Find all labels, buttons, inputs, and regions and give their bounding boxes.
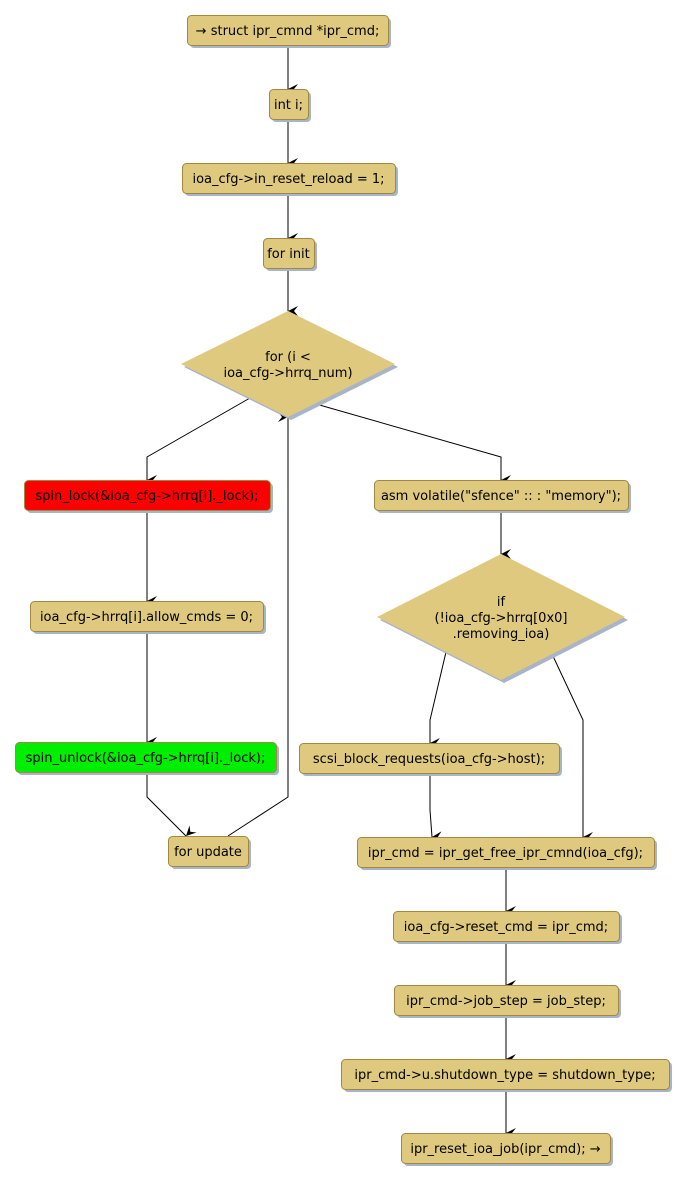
node-label: .removing_ioa) xyxy=(453,627,550,642)
statement-node-reset-job[interactable]: ipr_reset_ioa_job(ipr_cmd); → xyxy=(401,1133,614,1167)
edge-if-to-get_free xyxy=(551,653,593,842)
node-label: int i; xyxy=(274,98,303,113)
statement-node-struct[interactable]: → struct ipr_cmnd *ipr_cmd; xyxy=(187,15,392,49)
statement-node-reset-cmd[interactable]: ioa_cfg->reset_cmd = ipr_cmd; xyxy=(393,911,623,945)
node-label: ipr_cmd->job_step = job_step; xyxy=(406,994,606,1009)
statement-node-get-free[interactable]: ipr_cmd = ipr_get_free_ipr_cmnd(ioa_cfg)… xyxy=(357,837,658,871)
node-box xyxy=(357,837,655,868)
node-box xyxy=(24,480,271,511)
edge-for_update-to-for_cond xyxy=(227,412,289,837)
node-label: ipr_cmd->u.shutdown_type = shutdown_type… xyxy=(354,1068,655,1083)
node-diamond xyxy=(181,311,395,417)
node-label: ipr_cmd = ipr_get_free_ipr_cmnd(ioa_cfg)… xyxy=(368,846,643,861)
node-label: for update xyxy=(174,845,242,860)
statement-node-scsi-block[interactable]: scsi_block_requests(ioa_cfg->host); xyxy=(299,743,563,777)
edge-for_cond-to-asm xyxy=(315,403,511,485)
statement-node-shutdown[interactable]: ipr_cmd->u.shutdown_type = shutdown_type… xyxy=(341,1059,673,1093)
node-box xyxy=(401,1133,611,1164)
node-label: ioa_cfg->hrrq[i].allow_cmds = 0; xyxy=(40,610,253,625)
decision-node-for-cond[interactable]: for (i <ioa_cfg->hrrq_num) xyxy=(181,311,398,420)
statement-node-asm[interactable]: asm volatile("sfence" :: : "memory"); xyxy=(374,480,632,514)
node-box xyxy=(341,1059,670,1090)
node-label: for init xyxy=(267,247,310,262)
node-label: asm volatile("sfence" :: : "memory"); xyxy=(381,489,621,504)
node-label: ioa_cfg->hrrq_num) xyxy=(223,366,352,381)
node-label: for (i < xyxy=(265,350,311,365)
statement-node-allow-cmds[interactable]: ioa_cfg->hrrq[i].allow_cmds = 0; xyxy=(30,601,267,635)
node-label: scsi_block_requests(ioa_cfg->host); xyxy=(313,752,545,767)
edge-if-to-scsi_block xyxy=(429,651,447,748)
statement-node-spin-lock[interactable]: spin_lock(&ioa_cfg->hrrq[i]._lock); xyxy=(24,480,274,514)
node-label: spin_unlock(&ioa_cfg->hrrq[i]._lock); xyxy=(26,751,266,766)
node-diamond xyxy=(377,554,625,680)
statement-node-for-init[interactable]: for init xyxy=(263,238,318,272)
statement-node-spin-unlock[interactable]: spin_unlock(&ioa_cfg->hrrq[i]._lock); xyxy=(15,742,280,776)
node-box xyxy=(168,836,249,867)
node-box xyxy=(15,742,277,773)
statement-node-for-update[interactable]: for update xyxy=(168,836,252,870)
node-box xyxy=(187,15,389,46)
node-box xyxy=(30,601,264,632)
node-label: (!ioa_cfg->hrrq[0x0] xyxy=(435,611,568,626)
node-box xyxy=(263,238,315,269)
node-box xyxy=(393,911,620,942)
node-box xyxy=(299,743,560,774)
node-label: spin_lock(&ioa_cfg->hrrq[i]._lock); xyxy=(35,489,258,504)
statement-node-int-i[interactable]: int i; xyxy=(269,89,312,123)
node-box xyxy=(374,480,629,511)
node-box xyxy=(394,985,619,1016)
edge-scsi_block-to-get_free xyxy=(429,773,443,842)
statement-node-job-step[interactable]: ipr_cmd->job_step = job_step; xyxy=(394,985,622,1019)
node-box xyxy=(269,89,309,120)
edge-for_cond-to-spin_lock xyxy=(146,397,251,485)
node-box xyxy=(182,163,396,194)
edge-spin_unlock-to-for_update xyxy=(146,772,197,837)
node-label: ioa_cfg->reset_cmd = ipr_cmd; xyxy=(404,920,608,935)
statement-node-in-reset[interactable]: ioa_cfg->in_reset_reload = 1; xyxy=(182,163,399,197)
node-label: ioa_cfg->in_reset_reload = 1; xyxy=(192,172,384,187)
node-label: ipr_reset_ioa_job(ipr_cmd); → xyxy=(410,1142,600,1157)
node-label: if xyxy=(497,595,506,610)
decision-node-if[interactable]: if(!ioa_cfg->hrrq[0x0].removing_ioa) xyxy=(377,554,628,683)
node-label: → struct ipr_cmnd *ipr_cmd; xyxy=(196,24,380,39)
